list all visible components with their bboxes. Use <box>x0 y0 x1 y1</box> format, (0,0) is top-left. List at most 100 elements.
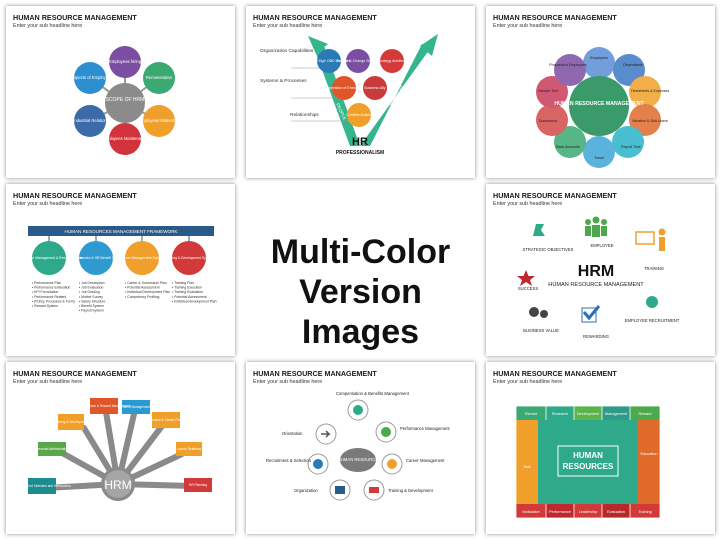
center-caption: Multi-Color Version Images <box>246 232 475 352</box>
slide-title: HUMAN RESOURCE MANAGEMENT <box>493 191 617 200</box>
slide-title: HUMAN RESOURCE MANAGEMENT <box>13 191 137 200</box>
box-label: Succession & Career Planning <box>144 418 187 422</box>
puzzle-label: Skill <box>524 465 531 469</box>
professionalism-diagram: PEOPLE BUSINESS Organization Capabilitie… <box>260 34 438 156</box>
framework-list-item: • Potential Assessment <box>125 286 160 290</box>
trainer-icon <box>635 228 666 251</box>
framework-list-item: • Potential Assessment <box>172 295 207 299</box>
framework-list-item: • Reward System <box>32 304 58 308</box>
puzzle-label: Training <box>638 510 652 514</box>
ring-label: Bank Accounts <box>556 145 580 149</box>
ring-label: Payroll Time <box>621 145 641 149</box>
puzzle-label: Education <box>641 452 658 456</box>
slide-subtitle: Enter your sub headline here <box>13 379 83 385</box>
framework-list-item: • Training Plan <box>172 281 194 285</box>
human-resource-diagram: HUMAN RESOURCE Compensation & Benefits M… <box>266 391 450 501</box>
bubble-label: Employees Maintenance <box>102 136 149 141</box>
slide-hr-professionalism[interactable]: HUMAN RESOURCE MANAGEMENT Enter your sub… <box>246 6 475 178</box>
box-label: Talent Management <box>122 405 150 409</box>
ring-label: Timesheets & Expenses <box>631 89 670 93</box>
puzzle-label: Motivation <box>522 510 539 514</box>
box-label: Rules desired Selection and Introduction <box>13 484 70 488</box>
icon-label: BUSINESS VALUE <box>523 328 559 333</box>
slide-title: HUMAN RESOURCE MANAGEMENT <box>253 13 377 22</box>
bubble-remuneration <box>143 62 175 94</box>
puzzle-label: Performance <box>549 510 571 514</box>
money-bag-icon <box>529 307 548 318</box>
puzzle-label: Development <box>577 412 600 416</box>
icon-label: EMPLOYEE <box>590 243 613 248</box>
puzzle-label: Reward <box>638 412 651 416</box>
icon-label: TRAINING <box>644 266 664 271</box>
bubble-industrial <box>74 105 106 137</box>
ring-label: Career Management <box>406 458 445 463</box>
ring-label: Sample Text <box>538 89 558 93</box>
professionalism-label: PROFESSIONALISM <box>336 150 384 156</box>
puzzle-label: Evaluation <box>607 510 625 514</box>
left-label: Organization Capabilities <box>260 48 314 54</box>
ring-label: Orientation <box>282 431 303 436</box>
ring-label: Training & Development <box>388 488 434 493</box>
circle-label: Operation of Executor <box>327 86 363 90</box>
puzzle-label: Research <box>552 412 568 416</box>
icon-label: SUCCESS <box>518 286 538 291</box>
slide-subtitle: Enter your sub headline here <box>13 23 83 29</box>
circle-label: Business Ally <box>364 86 385 90</box>
framework-list-item: • Career & Succession Plan <box>125 281 167 285</box>
slide-hrm-framework[interactable]: HUMAN RESOURCE MANAGEMENT Enter your sub… <box>6 184 235 356</box>
ring-label: Compensation & Benefits Management <box>336 391 410 396</box>
slide-human-resource-icons[interactable]: HUMAN RESOURCE MANAGEMENT Enter your sub… <box>246 362 475 534</box>
framework-diagram: HUMAN RESOURCES MANAGEMENT FRAMEWORK Per… <box>15 226 217 313</box>
center-bubble <box>105 83 145 123</box>
hrm-ring-diagram: HUMAN RESOURCE MANAGEMENT Employees Depe… <box>536 47 670 168</box>
slide-human-resources-puzzle[interactable]: HUMAN RESOURCE MANAGEMENT Enter your sub… <box>486 362 715 534</box>
ring-label: Performance Management <box>400 426 450 431</box>
framework-list-item: • Competency Profiling <box>125 295 159 299</box>
slide-scope-of-hrm[interactable]: HUMAN RESOURCE MANAGEMENT Enter your sub… <box>6 6 235 178</box>
framework-circle-label: Training & Development System <box>165 256 214 260</box>
slide-title: HUMAN RESOURCE MANAGEMENT <box>493 369 617 378</box>
ring-label: Travel <box>594 156 604 160</box>
bubble-label: Employees hiring <box>109 59 142 64</box>
framework-list-item: • Individual Development Plan <box>125 290 170 294</box>
puzzle-label: Recruit <box>525 412 538 416</box>
slide-subtitle: Enter your sub headline here <box>493 379 563 385</box>
box-label: Training & Development <box>54 420 88 424</box>
framework-list-item: • Job Description <box>79 281 105 285</box>
framework-list-item: • Payroll System <box>79 309 104 313</box>
framework-list-item: • Individual development Plan <box>172 299 217 303</box>
hrm-big-label: HRM <box>578 263 614 280</box>
slide-subtitle: Enter your sub headline here <box>253 379 323 385</box>
puzzle-center-line2: RESOURCES <box>563 462 614 471</box>
bubble-motivation <box>143 105 175 137</box>
icon-label: STRATEGIC OBJECTIVES <box>523 247 574 252</box>
framework-circle-label: Performance Management & Reward System <box>15 256 83 260</box>
framework-list-item: • Training Execution <box>172 286 202 290</box>
caption-line1: Multi-Color <box>270 233 451 271</box>
arrow-label-business: BUSINESS <box>388 84 403 106</box>
center-label: HUMAN RESOURCE MANAGEMENT <box>554 101 644 107</box>
slide-hrm-arrows[interactable]: HUMAN RESOURCE MANAGEMENT Enter your sub… <box>6 362 235 534</box>
circle-label: Culture & Change Steward <box>337 59 380 63</box>
ring-label: Recruitment & Selection <box>266 458 312 463</box>
slide-title: HUMAN RESOURCE MANAGEMENT <box>13 369 137 378</box>
bubble-maintenance <box>109 123 141 155</box>
box-label: Labour Relations <box>177 447 202 451</box>
slide-subtitle: Enter your sub headline here <box>493 23 563 29</box>
bubble-prospects <box>74 62 106 94</box>
bubble-label: Employees Motivation <box>139 118 181 123</box>
team-icon <box>585 216 607 237</box>
slide-subtitle: Enter your sub headline here <box>253 23 323 29</box>
framework-list-item: • Performance Plan <box>32 281 61 285</box>
framework-list-item: • Performance Related <box>32 295 66 299</box>
bubble-label: Remuneration <box>146 75 173 80</box>
framework-list-item: • Salary Structure <box>79 299 106 303</box>
slide-hrm-icons[interactable]: HUMAN RESOURCE MANAGEMENT Enter your sub… <box>486 184 715 356</box>
framework-circle-label: Career Management System <box>120 256 164 260</box>
slide-hrm-ring[interactable]: HUMAN RESOURCE MANAGEMENT Enter your sub… <box>486 6 715 178</box>
bubble-label: Industrial Relation <box>73 118 107 123</box>
puzzle-label: Leadership <box>579 510 598 514</box>
left-label: Relationships <box>290 112 319 118</box>
bubble-label: Prospects of Employees <box>67 75 112 80</box>
circle-label: Strategy Architect <box>378 59 406 63</box>
